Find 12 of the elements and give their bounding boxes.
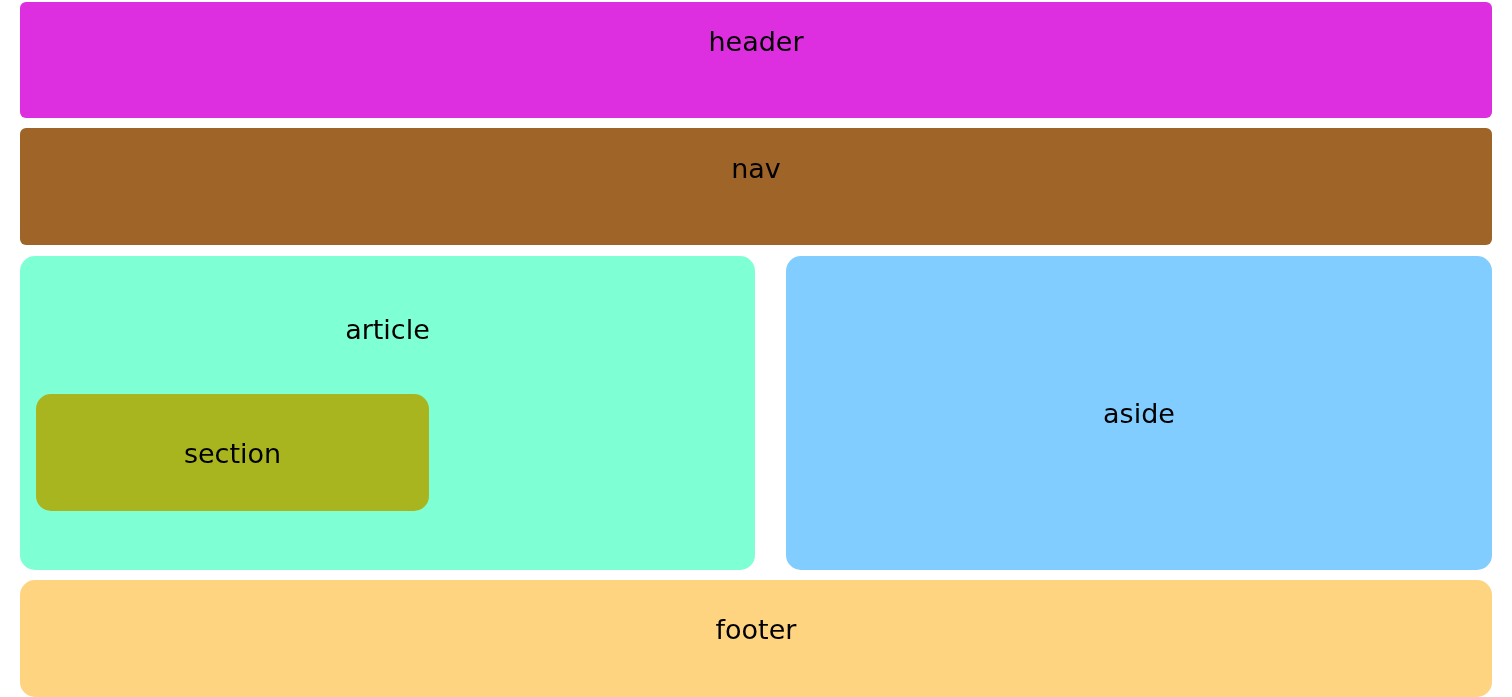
region-label: header	[708, 25, 804, 59]
region-label: section	[183, 437, 282, 471]
footer-band	[20, 580, 1492, 697]
section-panel	[36, 394, 429, 511]
article-panel	[20, 256, 755, 570]
region-label: nav	[731, 152, 781, 186]
header-band	[20, 2, 1492, 118]
region-label: footer	[715, 613, 797, 647]
aside-panel	[786, 256, 1492, 570]
region-label: article	[345, 313, 430, 347]
region-label: aside	[1103, 397, 1175, 431]
nav-band	[20, 128, 1492, 245]
